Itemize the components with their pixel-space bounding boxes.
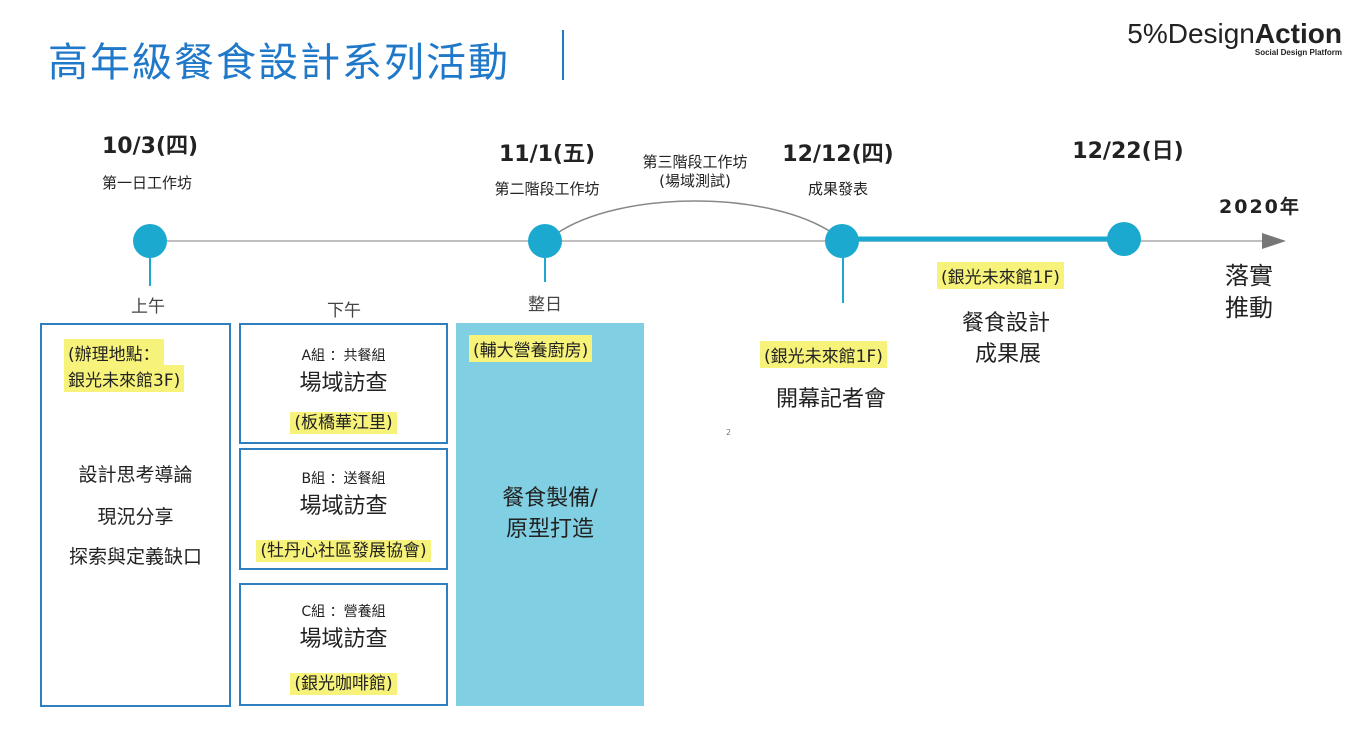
group-a-name: A組 ：共餐組 (301, 348, 386, 364)
tick-1 (149, 258, 151, 286)
tick-label-afternoon: 下午 (327, 301, 361, 321)
end-label: 落實 推動 (1225, 260, 1273, 324)
group-b-name: B組 ：送餐組 (301, 471, 386, 487)
logo-text-a: 5%Design (1127, 18, 1255, 49)
group-c-activity: 場域訪查 (299, 627, 388, 652)
day2-venue: (輔大營養廚房) (469, 335, 593, 362)
end-label-line2: 推動 (1225, 294, 1273, 322)
day1-topic-3: 探索與定義缺口 (68, 546, 202, 568)
group-c-place: (銀光咖啡館) (290, 673, 397, 695)
group-b-box: B組 ：送餐組 場域訪查 (牡丹心社區發展協會) (239, 448, 448, 570)
exhibition-venue: (銀光未來館1F) (937, 262, 1064, 289)
group-a-place: (板橋華江里) (290, 412, 397, 434)
page-title: 高年級餐食設計系列活動 (48, 40, 510, 86)
brand-logo: 5%DesignAction Social Design Platform (1127, 18, 1342, 57)
group-c-box: C組 ：營養組 場域訪查 (銀光咖啡館) (239, 583, 448, 706)
page-number: 2 (726, 428, 732, 437)
arc-label-line2: (場域測試) (659, 172, 731, 190)
milestone-label-1: 第一日工作坊 (101, 174, 193, 192)
stage3-arc (555, 200, 835, 235)
milestone-node-3 (825, 224, 859, 258)
milestone-node-2 (528, 224, 562, 258)
timeline-arrowhead (1262, 233, 1286, 249)
milestone-node-1 (133, 224, 167, 258)
tick-2 (544, 258, 546, 282)
group-b-place: (牡丹心社區發展協會) (256, 540, 431, 562)
exhibition-line2: 成果展 (975, 342, 1042, 367)
milestone-label-3: 成果發表 (807, 180, 869, 198)
day1-venue-line1: (辦理地點： (64, 339, 164, 366)
tick-label-morning: 上午 (131, 297, 165, 317)
day1-topic-2: 現況分享 (97, 506, 174, 528)
milestone-label-2: 第二階段工作坊 (494, 180, 600, 198)
title-divider (562, 30, 564, 80)
milestone-date-2: 11/1(五) (498, 142, 596, 167)
day2-line2: 原型打造 (505, 517, 594, 542)
milestone-date-3: 12/12(四) (782, 142, 894, 167)
presentation-venue: (銀光未來館1F) (760, 341, 887, 368)
logo-text-b: Action (1254, 18, 1342, 49)
day1-topic-1: 設計思考導論 (78, 464, 193, 486)
milestone-node-4 (1107, 222, 1141, 256)
arc-label-line1: 第三階段工作坊 (642, 153, 748, 171)
milestone-date-1: 10/3(四) (101, 134, 199, 159)
day1-box: (辦理地點： 銀光未來館3F) 設計思考導論 現況分享 探索與定義缺口 (40, 323, 231, 707)
group-a-activity: 場域訪查 (299, 371, 388, 396)
day1-venue-line2: 銀光未來館3F) (64, 365, 185, 392)
logo-subtitle: Social Design Platform (1254, 48, 1342, 57)
end-label-line1: 落實 (1225, 262, 1273, 290)
exhibition-line1: 餐食設計 (962, 311, 1051, 336)
day2-line1: 餐食製備/ (502, 486, 598, 511)
group-b-activity: 場域訪查 (299, 494, 388, 519)
year-label: 2020年 (1219, 196, 1301, 218)
group-a-box: A組 ：共餐組 場域訪查 (板橋華江里) (239, 323, 448, 444)
day2-box: (輔大營養廚房) 餐食製備/ 原型打造 (456, 323, 644, 706)
tick-3 (842, 258, 844, 303)
tick-label-fullday: 整日 (528, 295, 562, 315)
logo-wordmark: 5%DesignAction (1127, 18, 1342, 50)
presentation-event: 開幕記者會 (776, 387, 887, 412)
group-c-name: C組 ：營養組 (301, 604, 386, 620)
milestone-date-4: 12/22(日) (1072, 139, 1184, 164)
